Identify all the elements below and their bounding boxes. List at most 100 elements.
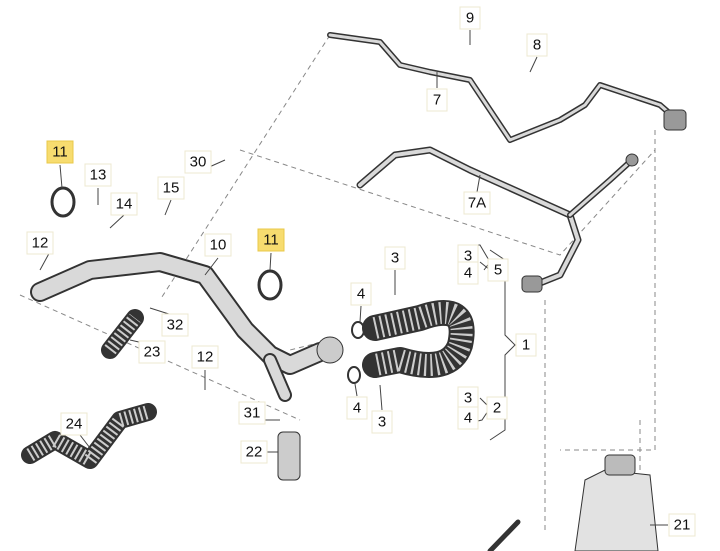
part-label-3[interactable]: 3 — [384, 246, 406, 270]
label-box — [60, 412, 88, 436]
label-box — [184, 150, 212, 174]
label-text: 14 — [116, 196, 133, 213]
label-box — [110, 192, 138, 216]
label-box — [257, 228, 285, 252]
label-text: 11 — [263, 232, 279, 249]
hose-23 — [101, 309, 144, 359]
hose-22 — [277, 431, 301, 481]
label-box — [350, 282, 372, 306]
label-text: 7 — [433, 92, 441, 109]
label-text: 8 — [533, 37, 541, 54]
part-label-13[interactable]: 13 — [84, 163, 112, 187]
label-box — [191, 345, 219, 369]
label-box — [487, 258, 509, 282]
part-label-12[interactable]: 12 — [26, 231, 54, 255]
label-box — [457, 406, 479, 430]
label-text: 3 — [391, 250, 399, 267]
label-box — [204, 233, 232, 257]
label-box — [515, 333, 537, 357]
label-text: 4 — [357, 286, 365, 303]
part-label-5[interactable]: 5 — [487, 258, 509, 282]
part-label-12[interactable]: 12 — [191, 345, 219, 369]
part-label-4[interactable]: 4 — [457, 406, 479, 430]
label-text: 2 — [493, 400, 501, 417]
label-text: 31 — [244, 405, 261, 422]
label-box — [486, 396, 508, 420]
label-text: 21 — [674, 517, 691, 534]
label-text: 5 — [494, 262, 502, 279]
part-label-1[interactable]: 1 — [515, 333, 537, 357]
part-label-4[interactable]: 4 — [350, 282, 372, 306]
hose-24 — [21, 403, 157, 470]
label-box — [157, 176, 185, 200]
label-text: 11 — [52, 144, 68, 161]
label-box — [384, 246, 406, 270]
label-text: 24 — [66, 416, 83, 433]
part-label-15[interactable]: 15 — [157, 176, 185, 200]
label-box — [138, 340, 166, 364]
label-text: 3 — [464, 390, 472, 407]
part-label-3[interactable]: 3 — [457, 386, 479, 410]
hose-7a — [356, 146, 639, 293]
label-text: 22 — [246, 444, 263, 461]
label-box — [371, 410, 393, 434]
coolant-pipe-10 — [30, 252, 344, 402]
part-label-2[interactable]: 2 — [486, 396, 508, 420]
o-rings — [50, 186, 365, 384]
label-text: 9 — [466, 10, 474, 27]
part-label-4[interactable]: 4 — [457, 261, 479, 285]
dashed-guide-lines — [19, 34, 656, 540]
label-box — [161, 313, 189, 337]
label-box — [26, 231, 54, 255]
label-box — [84, 163, 112, 187]
part-label-7a[interactable]: 7A — [463, 191, 491, 215]
label-text: 10 — [210, 237, 227, 254]
label-box — [668, 513, 696, 537]
label-box — [346, 396, 368, 420]
label-box — [457, 261, 479, 285]
part-label-4[interactable]: 4 — [346, 396, 368, 420]
part-label-21[interactable]: 21 — [668, 513, 696, 537]
hose-1 — [362, 299, 475, 378]
label-text: 4 — [464, 265, 472, 282]
label-text: 30 — [190, 154, 207, 171]
label-text: 1 — [522, 337, 530, 354]
part-label-30[interactable]: 30 — [184, 150, 212, 174]
part-label-10[interactable]: 10 — [204, 233, 232, 257]
label-box — [459, 6, 481, 30]
label-text: 23 — [144, 344, 161, 361]
part-label-23[interactable]: 23 — [138, 340, 166, 364]
leader-lines — [39, 30, 668, 526]
part-label-14[interactable]: 14 — [110, 192, 138, 216]
label-text: 7A — [468, 195, 486, 212]
label-text: 3 — [378, 414, 386, 431]
label-text: 32 — [167, 317, 184, 334]
part-label-8[interactable]: 8 — [526, 33, 548, 57]
label-text: 15 — [163, 180, 180, 197]
part-label-7[interactable]: 7 — [426, 88, 448, 112]
part-label-11[interactable]: 11 — [46, 140, 74, 164]
label-text: 12 — [32, 235, 49, 252]
part-label-31[interactable]: 31 — [238, 401, 266, 425]
part-label-24[interactable]: 24 — [60, 412, 88, 436]
part-label-22[interactable]: 22 — [240, 440, 268, 464]
label-box — [240, 440, 268, 464]
label-text: 3 — [464, 248, 472, 265]
label-box — [526, 33, 548, 57]
label-text: 4 — [464, 410, 472, 427]
label-text: 12 — [197, 349, 214, 366]
part-label-3[interactable]: 3 — [371, 410, 393, 434]
part-label-11[interactable]: 11 — [257, 228, 285, 252]
hose-7 — [327, 32, 687, 143]
label-box — [238, 401, 266, 425]
label-text: 4 — [353, 400, 361, 417]
part-label-9[interactable]: 9 — [459, 6, 481, 30]
expansion-tank-21 — [487, 454, 659, 551]
label-box — [463, 191, 491, 215]
label-text: 13 — [90, 167, 107, 184]
label-box — [426, 88, 448, 112]
label-box — [46, 140, 74, 164]
part-label-32[interactable]: 32 — [161, 313, 189, 337]
